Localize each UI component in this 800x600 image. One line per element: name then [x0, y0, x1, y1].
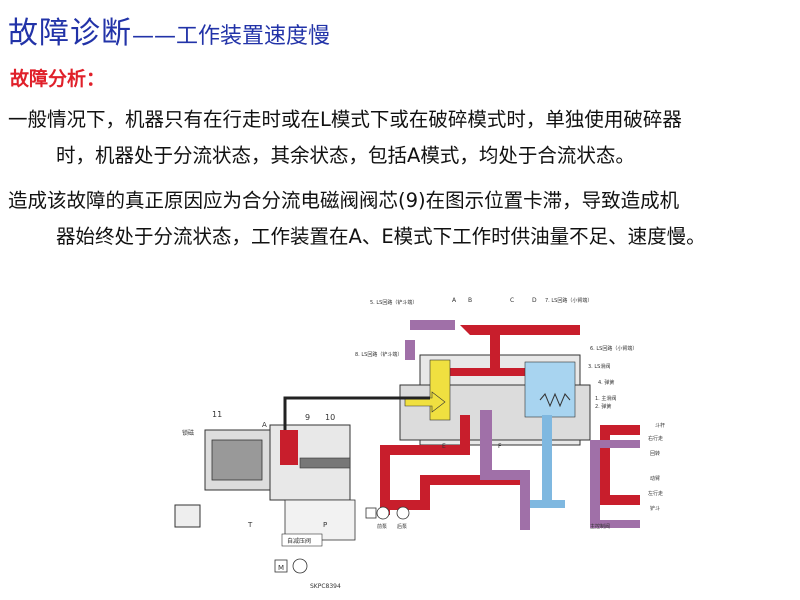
label-port-f: F	[498, 443, 502, 450]
label-spring1: 4. 弹簧	[598, 379, 614, 386]
label-self-reducing: 自减压阀	[287, 537, 311, 545]
label-ls-arm: 7. LS回路（小臂端）	[545, 297, 592, 304]
label-num11: 11	[212, 410, 222, 419]
rear-pump-icon	[396, 506, 410, 520]
paragraph-1-line-2: 时，机器处于分流状态，其余状态，包括A模式，均处于合流状态。	[56, 144, 635, 167]
red-line-vertical	[490, 325, 500, 370]
yellow-arrow	[404, 391, 446, 413]
blue-section	[524, 361, 576, 418]
motor-icon	[274, 559, 288, 573]
label-ls-bucket2: 8. LS回路（铲斗端）	[355, 351, 402, 358]
label-port-b: B	[468, 297, 472, 304]
valve-spool	[299, 457, 351, 469]
pump-icon	[292, 558, 308, 574]
label-act-bucket: 铲斗	[650, 505, 660, 512]
red-line-right	[600, 425, 640, 505]
label-act-arm: 斗杆	[655, 422, 665, 429]
label-pump-front: 前泵	[377, 523, 387, 530]
self-reducing-box	[281, 533, 323, 547]
label-num10: 10	[325, 413, 335, 422]
paragraph-2: 造成该故障的真正原因应为合分流电磁阀阀芯(9)在图示位置卡滞，导致造成机 器始终…	[8, 183, 793, 255]
label-ls-arm2: 6. LS回路（小臂端）	[590, 345, 637, 352]
section-label: 故障分析：	[10, 68, 106, 90]
paragraph-2-line-2: 器始终处于分流状态，工作装置在A、E模式下工作时供油量不足、速度慢。	[56, 225, 706, 248]
valve-red-part	[280, 430, 298, 465]
label-valve-a: A	[262, 421, 267, 429]
title-sub: 工作装置速度慢	[176, 24, 331, 49]
label-num9: 9	[305, 413, 310, 422]
label-act-swing: 回转	[650, 450, 660, 457]
motor-icon-2	[365, 507, 377, 519]
pilot-line	[283, 396, 430, 430]
label-code: SKPC8394	[310, 583, 341, 590]
red-line-pump	[390, 475, 530, 510]
label-main-spool: 1. 主滑阀	[595, 395, 616, 402]
label-pump-rear: 后泵	[397, 523, 407, 530]
label-act-travel-l: 左行走	[648, 490, 663, 497]
title-dash: ——	[132, 24, 176, 49]
purple-line-left	[405, 340, 415, 360]
title-main: 故障诊断	[8, 16, 132, 51]
label-motor: M	[278, 564, 284, 572]
label-main-relief: 主控制阀	[590, 523, 610, 530]
label-ls-bypass: 3. LS滑阀	[588, 363, 610, 370]
label-act-travel-r: 右行走	[648, 435, 663, 442]
red-line-top	[460, 325, 580, 335]
label-valve-t: T	[247, 521, 253, 529]
red-line-e	[380, 415, 470, 515]
label-valve-p: P	[323, 521, 327, 529]
paragraph-2-line-1: 造成该故障的真正原因应为合分流电磁阀阀芯(9)在图示位置卡滞，导致造成机	[8, 189, 680, 212]
spring-icon	[539, 392, 571, 408]
label-port-e: E	[442, 443, 446, 450]
hydraulic-diagram: 5. LS回路（铲斗端） 7. LS回路（小臂端） 6. LS回路（小臂端） 8…	[174, 297, 665, 590]
label-port-c: C	[510, 297, 514, 304]
label-port-a: A	[452, 297, 457, 304]
label-port-d: D	[532, 297, 537, 304]
solenoid-coil	[211, 439, 263, 481]
purple-line-top	[410, 320, 455, 330]
label-pilot: 锁磁	[182, 429, 194, 437]
red-line-spool	[450, 368, 530, 376]
label-act-boom: 动臂	[650, 475, 660, 482]
front-pump-icon	[376, 506, 390, 520]
paragraph-1: 一般情况下，机器只有在行走时或在L模式下或在破碎模式时，单独使用破碎器 时，机器…	[8, 102, 793, 174]
page-title: 故障诊断——工作装置速度慢	[8, 8, 331, 51]
solenoid-connector	[174, 504, 201, 528]
label-spring2: 2. 弹簧	[595, 403, 611, 410]
purple-line-right	[590, 440, 640, 528]
label-ls-bucket: 5. LS回路（铲斗端）	[370, 299, 417, 306]
paragraph-1-line-1: 一般情况下，机器只有在行走时或在L模式下或在破碎模式时，单独使用破碎器	[8, 108, 682, 131]
blue-line	[530, 415, 565, 508]
purple-line-f	[480, 410, 530, 530]
